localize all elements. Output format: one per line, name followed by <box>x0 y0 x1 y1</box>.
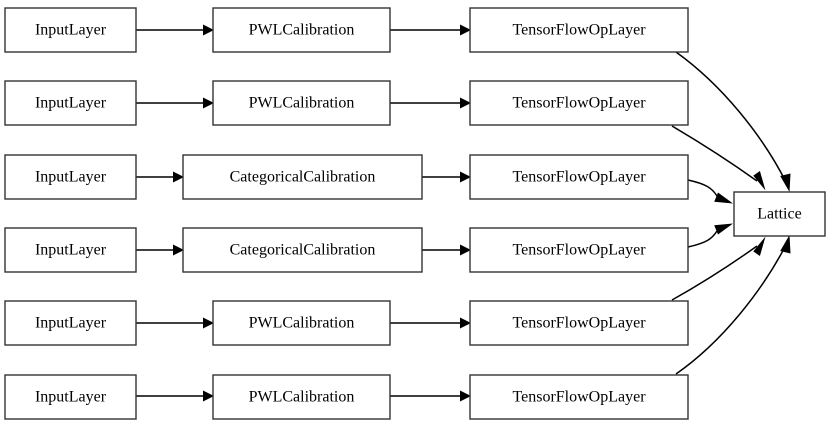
edge-op-to-lattice-row-1 <box>671 125 766 191</box>
node-calibration-row-4[interactable]: PWLCalibration <box>212 300 391 346</box>
node-lattice[interactable]: Lattice <box>733 191 826 237</box>
node-label: TensorFlowOpLayer <box>512 315 646 332</box>
edge-calibration-to-op-row-0 <box>390 24 471 36</box>
node-label: InputLayer <box>35 22 107 39</box>
node-op-layer-row-5[interactable]: TensorFlowOpLayer <box>469 374 689 420</box>
edge-op-to-lattice-row-3 <box>687 223 733 248</box>
node-op-layer-row-2[interactable]: TensorFlowOpLayer <box>469 154 689 200</box>
edge-calibration-to-op-row-3 <box>422 244 471 256</box>
edge-op-to-lattice-row-4 <box>671 236 766 301</box>
node-input-layer-row-4[interactable]: InputLayer <box>4 300 137 346</box>
node-op-layer-row-1[interactable]: TensorFlowOpLayer <box>469 80 689 126</box>
edge-calibration-to-op-row-1 <box>390 97 471 109</box>
node-calibration-row-1[interactable]: PWLCalibration <box>212 80 391 126</box>
edge-input-to-calibration-row-5 <box>136 390 214 402</box>
edge-input-to-calibration-row-4 <box>136 317 214 329</box>
node-label: TensorFlowOpLayer <box>512 95 646 112</box>
node-input-layer-row-2[interactable]: InputLayer <box>4 154 137 200</box>
edge-input-to-calibration-row-2 <box>136 171 184 183</box>
edge-input-to-calibration-row-1 <box>136 97 214 109</box>
node-calibration-row-5[interactable]: PWLCalibration <box>212 374 391 420</box>
node-label: InputLayer <box>35 169 107 186</box>
node-label: PWLCalibration <box>249 315 355 332</box>
node-label: Lattice <box>757 206 801 223</box>
node-label: InputLayer <box>35 95 107 112</box>
node-calibration-row-0[interactable]: PWLCalibration <box>212 7 391 53</box>
node-label: TensorFlowOpLayer <box>512 389 646 406</box>
node-op-layer-row-0[interactable]: TensorFlowOpLayer <box>469 7 689 53</box>
edge-calibration-to-op-row-5 <box>390 390 471 402</box>
node-input-layer-row-0[interactable]: InputLayer <box>4 7 137 53</box>
node-label: PWLCalibration <box>249 95 355 112</box>
node-label: InputLayer <box>35 242 107 259</box>
node-op-layer-row-3[interactable]: TensorFlowOpLayer <box>469 227 689 273</box>
node-op-layer-row-4[interactable]: TensorFlowOpLayer <box>469 300 689 346</box>
edge-op-to-lattice-row-2 <box>687 179 733 204</box>
node-label: InputLayer <box>35 315 107 332</box>
edge-input-to-calibration-row-3 <box>136 244 184 256</box>
edge-op-to-lattice-row-0 <box>675 51 791 192</box>
node-calibration-row-3[interactable]: CategoricalCalibration <box>182 227 423 273</box>
edge-input-to-calibration-row-0 <box>136 24 214 36</box>
node-input-layer-row-5[interactable]: InputLayer <box>4 374 137 420</box>
edge-op-to-lattice-row-5 <box>675 235 791 375</box>
node-calibration-row-2[interactable]: CategoricalCalibration <box>182 154 423 200</box>
node-input-layer-row-3[interactable]: InputLayer <box>4 227 137 273</box>
node-label: TensorFlowOpLayer <box>512 22 646 39</box>
node-label: PWLCalibration <box>249 389 355 406</box>
edge-calibration-to-op-row-2 <box>422 171 471 183</box>
edges-layer <box>136 24 791 402</box>
node-label: CategoricalCalibration <box>230 169 376 186</box>
node-label: InputLayer <box>35 389 107 406</box>
node-label: PWLCalibration <box>249 22 355 39</box>
edge-calibration-to-op-row-4 <box>390 317 471 329</box>
node-label: TensorFlowOpLayer <box>512 169 646 186</box>
node-input-layer-row-1[interactable]: InputLayer <box>4 80 137 126</box>
node-label: CategoricalCalibration <box>230 242 376 259</box>
node-label: TensorFlowOpLayer <box>512 242 646 259</box>
